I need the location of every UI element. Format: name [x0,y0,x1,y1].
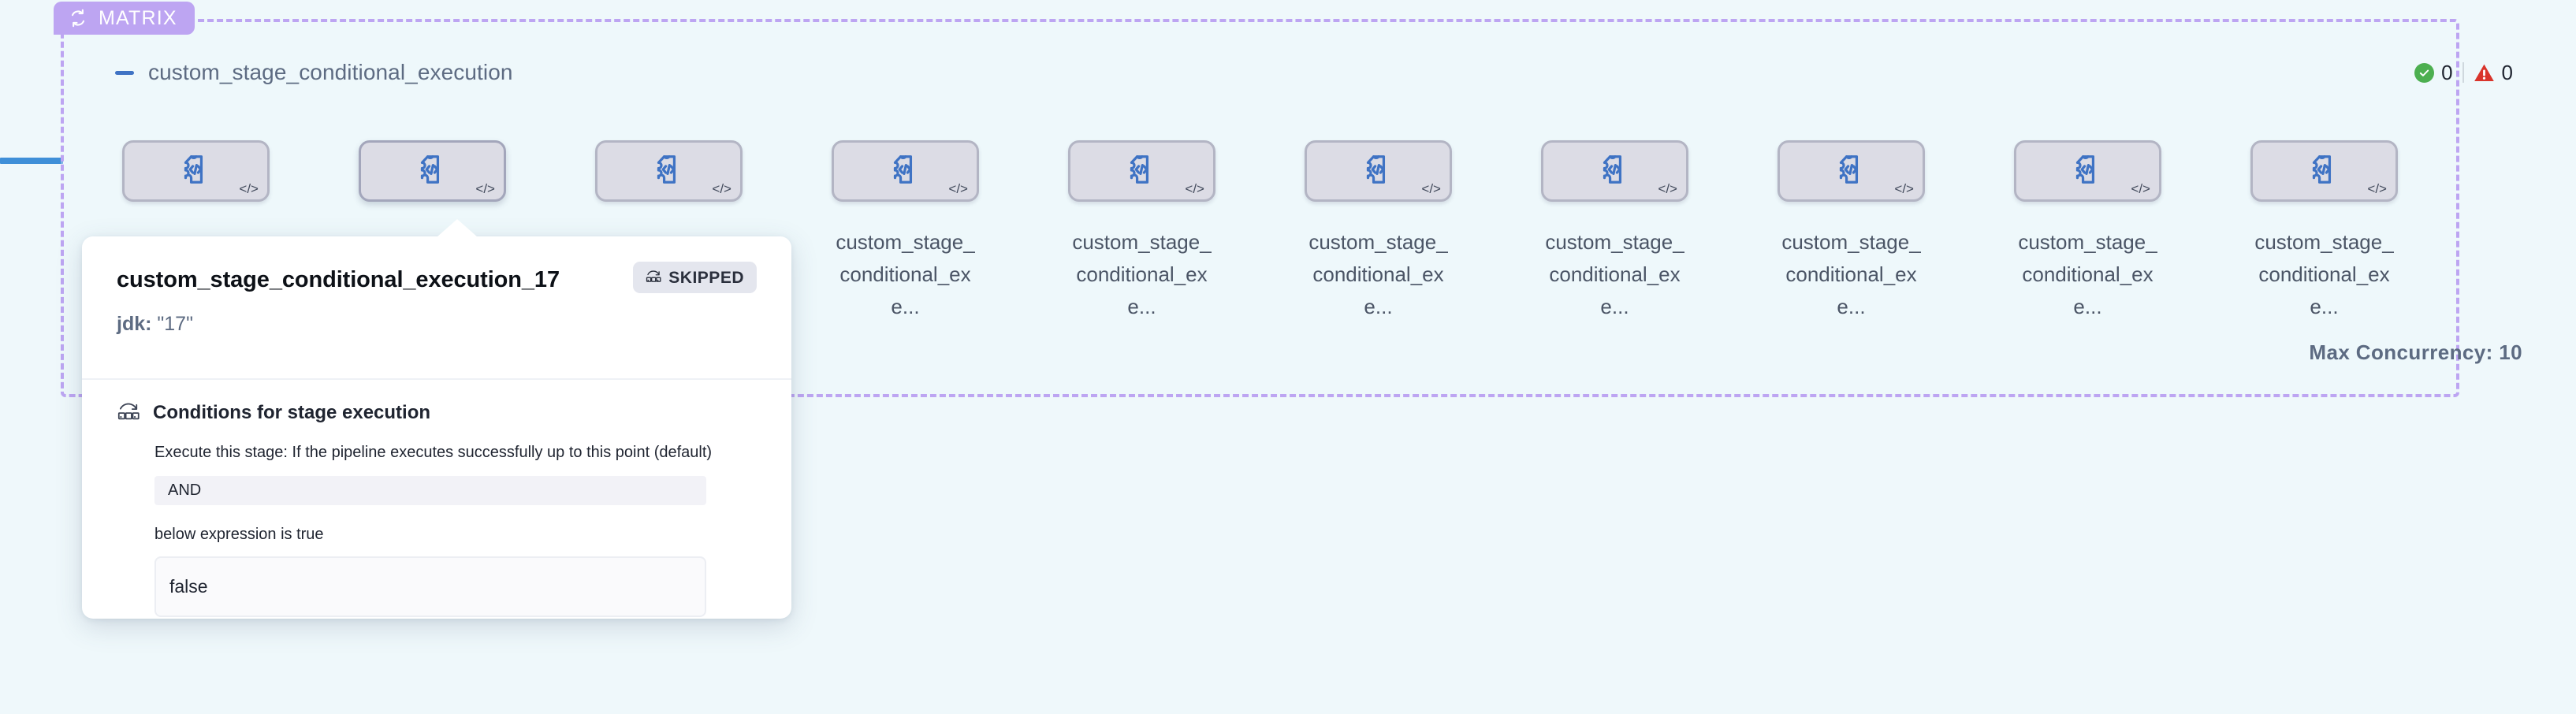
matrix-node[interactable]: </> custom_stage_conditional_exe... [1778,140,1925,323]
matrix-node-box[interactable]: </> [1778,140,1925,202]
matrix-node[interactable]: </> custom_stage_conditional_exe... [1305,140,1452,323]
skip-over-icon [646,269,661,287]
conditions-content: Execute this stage: If the pipeline exec… [154,442,757,617]
matrix-node[interactable]: </> custom_stage_conditional_exe... [832,140,979,323]
code-brackets-icon: </> [1421,181,1441,196]
matrix-node-label: custom_stage_conditional_exe... [1072,230,1212,318]
parameter-value: "17" [157,312,193,335]
loop-icon [68,8,88,28]
detail-card-body: Conditions for stage execution Execute t… [82,380,791,617]
group-header: custom_stage_conditional_execution [110,57,2428,88]
custom-stage-code-icon [415,152,450,191]
matrix-node-box[interactable]: </> [122,140,270,202]
status-divider [2462,62,2464,83]
code-brackets-icon: </> [2367,181,2387,196]
custom-stage-code-icon [2071,152,2105,191]
success-count-chip[interactable]: 0 [2405,62,2462,83]
matrix-node-label: custom_stage_conditional_exe... [1308,230,1448,318]
code-brackets-icon: </> [1894,181,1914,196]
expression-label: below expression is true [154,526,324,543]
success-count: 0 [2441,61,2453,84]
code-brackets-icon: </> [948,181,968,196]
custom-stage-code-icon [1125,152,1160,191]
matrix-node-label: custom_stage_conditional_exe... [836,230,975,318]
skip-over-icon [117,400,140,425]
matrix-node[interactable]: </>custom_stage_conditional_exe... [595,140,743,323]
matrix-node[interactable]: </> custom_stage_conditional_exe... [1068,140,1215,323]
matrix-node-row: </> custom_stage_conditional_exe... </> cus… [122,140,2455,318]
custom-stage-code-icon [652,152,687,191]
matrix-badge[interactable]: MATRIX [54,2,195,35]
check-circle-icon [2414,62,2435,83]
matrix-node-box[interactable]: </> [359,140,506,202]
custom-stage-code-icon [1834,152,1869,191]
code-brackets-icon: </> [239,181,259,196]
status-badge: SKIPPED [633,262,757,293]
status-badge-label: SKIPPED [668,268,744,287]
matrix-node[interactable]: </> custom_stage_conditional_exe... [1541,140,1688,323]
matrix-node-label: custom_stage_conditional_exe... [2018,230,2157,318]
tooltip-arrow [437,219,478,237]
code-brackets-icon: </> [1658,181,1677,196]
conditions-header: Conditions for stage execution [117,400,757,425]
custom-stage-code-icon [179,152,214,191]
custom-stage-code-icon [1598,152,1632,191]
code-brackets-icon: </> [475,181,495,196]
matrix-node[interactable]: </>custom_stage_conditional_exe... [122,140,270,323]
code-brackets-icon: </> [1185,181,1204,196]
warning-triangle-icon [2474,63,2495,83]
stage-detail-card: custom_stage_conditional_execution_17 jd… [82,219,791,619]
max-concurrency-label: Max Concurrency: 10 [2309,340,2522,364]
matrix-node[interactable]: </> custom_stage_conditional_exe... [2014,140,2161,323]
parameter-key: jdk: [117,312,152,335]
detail-card-parameter: jdk: "17" [117,312,757,336]
expression-value-box: false [154,556,706,617]
warning-count: 0 [2501,61,2513,84]
group-title: custom_stage_conditional_execution [148,60,513,84]
incoming-connector-line [0,158,63,164]
matrix-node-box[interactable]: </> [1068,140,1215,202]
matrix-node-box[interactable]: </> [2014,140,2161,202]
status-counters: 0 0 [2405,58,2522,87]
custom-stage-code-icon [2307,152,2342,191]
matrix-node-label: custom_stage_conditional_exe... [2254,230,2394,318]
matrix-node-box[interactable]: </> [2250,140,2398,202]
custom-stage-code-icon [888,152,923,191]
matrix-node-box[interactable]: </> [1541,140,1688,202]
matrix-node[interactable]: </> custom_stage_conditional_exe... [2250,140,2398,323]
matrix-node[interactable]: </>custom_stage_conditional_exe... [359,140,506,323]
custom-stage-code-icon [1361,152,1396,191]
code-brackets-icon: </> [712,181,731,196]
conditions-heading: Conditions for stage execution [153,401,431,423]
matrix-node-label: custom_stage_conditional_exe... [1781,230,1921,318]
matrix-node-box[interactable]: </> [832,140,979,202]
conditions-description: Execute this stage: If the pipeline exec… [154,444,713,461]
matrix-node-box[interactable]: </> [595,140,743,202]
code-brackets-icon: </> [2131,181,2150,196]
detail-card-title: custom_stage_conditional_execution_17 [117,267,560,292]
matrix-node-label: custom_stage_conditional_exe... [1545,230,1684,318]
condition-operator-field: AND [154,476,706,505]
minus-collapse-icon[interactable] [110,58,139,87]
matrix-node-box[interactable]: </> [1305,140,1452,202]
detail-card-header: custom_stage_conditional_execution_17 jd… [82,236,791,380]
warning-count-chip[interactable]: 0 [2464,62,2522,83]
matrix-badge-label: MATRIX [99,6,177,29]
